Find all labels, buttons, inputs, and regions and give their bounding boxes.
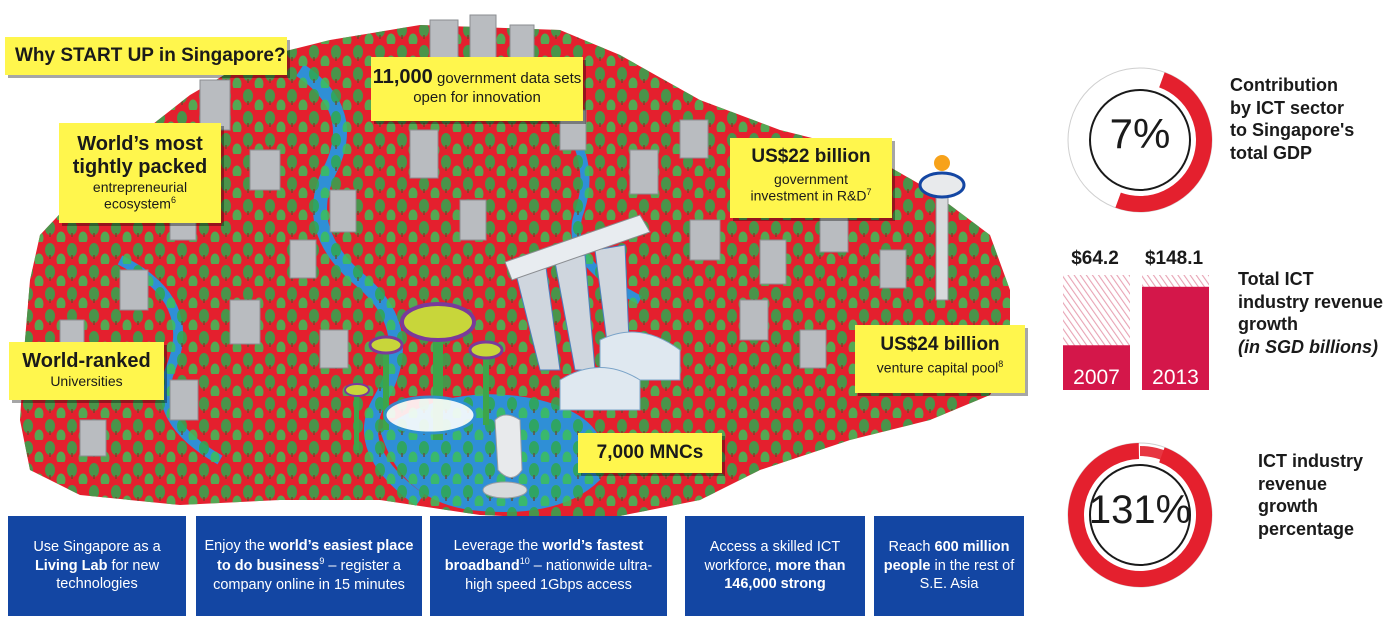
bar-value-2007: $64.2	[1071, 248, 1119, 269]
benefit-box-fastest-broadband: Leverage the world’s fastest broadband10…	[430, 516, 667, 616]
callout-rd-amount: US$22 billion	[751, 146, 871, 167]
callout-mncs: 7,000 MNCs	[578, 433, 722, 473]
growth-donut-inner-ring	[1089, 464, 1191, 566]
observation-tower-icon	[918, 155, 966, 301]
gdp-donut-chart	[1067, 67, 1213, 213]
benefit-text-pre: Reach	[888, 538, 931, 555]
gdp-donut-inner-ring	[1089, 89, 1191, 191]
revenue-label-line-3: growth	[1238, 314, 1298, 334]
benefit-box-living-lab: Use Singapore as a Living Lab for new te…	[8, 516, 186, 616]
callout-vc-ref: 8	[998, 358, 1004, 369]
growth-donut-arc-full	[1068, 443, 1212, 587]
gdp-donut-arc	[1115, 72, 1212, 212]
callout-packed-heading-1: World’s most	[77, 133, 203, 155]
callout-rd-investment: US$22 billion government investment in R…	[730, 138, 892, 218]
callout-vc-text: venture capital pool	[876, 359, 999, 376]
benefit-ref: 9	[319, 556, 325, 567]
revenue-label-subtitle: (in SGD billions)	[1238, 336, 1378, 357]
growth-label-line-4: percentage	[1258, 518, 1355, 539]
growth-label-line-3: growth	[1258, 496, 1318, 516]
benefit-text-pre: Use Singapore as a	[33, 538, 161, 555]
growth-label-line-2: revenue	[1258, 473, 1328, 494]
benefit-text-pre: Leverage the	[453, 538, 539, 555]
callout-rd-text-1: government	[774, 170, 848, 187]
callout-rd-ref: 7	[866, 186, 872, 197]
merlion-icon	[482, 414, 528, 499]
benefit-box-skilled-workforce: Access a skilled ICT workforce, more tha…	[685, 516, 865, 616]
benefit-text-post: in the rest of S.E. Asia	[919, 557, 1015, 593]
callout-venture-capital: US$24 billion venture capital pool8	[855, 325, 1025, 393]
bar-value-2013: $148.1	[1144, 248, 1204, 269]
callout-packed-heading-2: tightly packed	[72, 156, 208, 178]
benefit-text-bold: Living Lab	[34, 557, 108, 574]
benefit-text-post: for new technologies	[56, 557, 160, 593]
gdp-label: Contribution by ICT sector to Singapore'…	[1230, 74, 1354, 164]
growth-label: ICT industry revenue growth percentage	[1258, 450, 1363, 540]
callout-universities-heading: World-ranked	[22, 350, 151, 372]
callout-packed-ref: 6	[170, 195, 176, 206]
callout-data-sets-number: 11,000	[372, 66, 433, 88]
benefit-text-bold: more than 146,000 strong	[724, 557, 846, 593]
revenue-label-line-1: Total ICT	[1238, 269, 1314, 289]
growth-donut-arc-extra	[1139, 446, 1205, 495]
benefit-text-bold: world’s fastest broadband	[444, 538, 644, 574]
gdp-label-line-3: to Singapore's	[1230, 120, 1355, 140]
benefit-text-pre: Enjoy the	[204, 538, 265, 555]
gdp-label-line-1: Contribution	[1230, 75, 1338, 95]
benefit-text-pre: Access a skilled ICT workforce,	[704, 538, 841, 574]
callout-vc-amount: US$24 billion	[880, 334, 1000, 355]
gdp-label-line-4: total GDP	[1230, 142, 1313, 163]
callout-universities-text: Universities	[50, 373, 123, 389]
callout-packed-ecosystem: World’s most tightly packed entrepreneur…	[59, 123, 221, 223]
bar-year-2013: 2013	[1152, 366, 1199, 389]
growth-donut-chart	[1067, 442, 1213, 588]
growth-label-line-1: ICT industry	[1258, 451, 1364, 471]
bar-2007	[1063, 345, 1130, 390]
benefit-text-bold: world’s easiest place to do business	[217, 538, 414, 574]
callout-data-sets-text: government data sets open for innovation	[413, 70, 582, 106]
benefit-ref: 10	[519, 556, 530, 567]
benefit-box-600-million: Reach 600 million people in the rest of …	[874, 516, 1024, 616]
callout-packed-text-1: entrepreneurial	[92, 179, 188, 195]
callout-packed-text-2: ecosystem	[104, 195, 171, 212]
growth-percentage: 131%	[1088, 488, 1192, 532]
benefit-text-post: – nationwide ultra-high speed 1Gbps acce…	[465, 557, 653, 593]
page-title: Why START UP in Singapore?	[5, 37, 287, 75]
gdp-percentage: 7%	[1109, 110, 1171, 157]
benefit-box-easiest-business: Enjoy the world’s easiest place to do bu…	[196, 516, 422, 616]
revenue-bar-chart	[1063, 275, 1209, 390]
benefit-text-bold: 600 million people	[883, 538, 1010, 574]
callout-rd-text-2: investment in R&D	[750, 187, 867, 204]
bar-2013	[1142, 286, 1209, 390]
benefit-text-post: – register a company online in 15 minute…	[213, 557, 405, 593]
revenue-label-line-2: industry revenue	[1238, 291, 1384, 312]
revenue-chart-label: Total ICT industry revenue growth (in SG…	[1238, 268, 1383, 358]
gardens-domes-icon	[559, 331, 681, 411]
callout-universities: World-ranked Universities	[9, 342, 164, 400]
bar-year-2007: 2007	[1073, 366, 1120, 389]
callout-data-sets: 11,000 government data sets open for inn…	[371, 57, 583, 121]
gdp-label-line-2: by ICT sector	[1230, 97, 1345, 118]
supertree-icon	[344, 302, 504, 450]
